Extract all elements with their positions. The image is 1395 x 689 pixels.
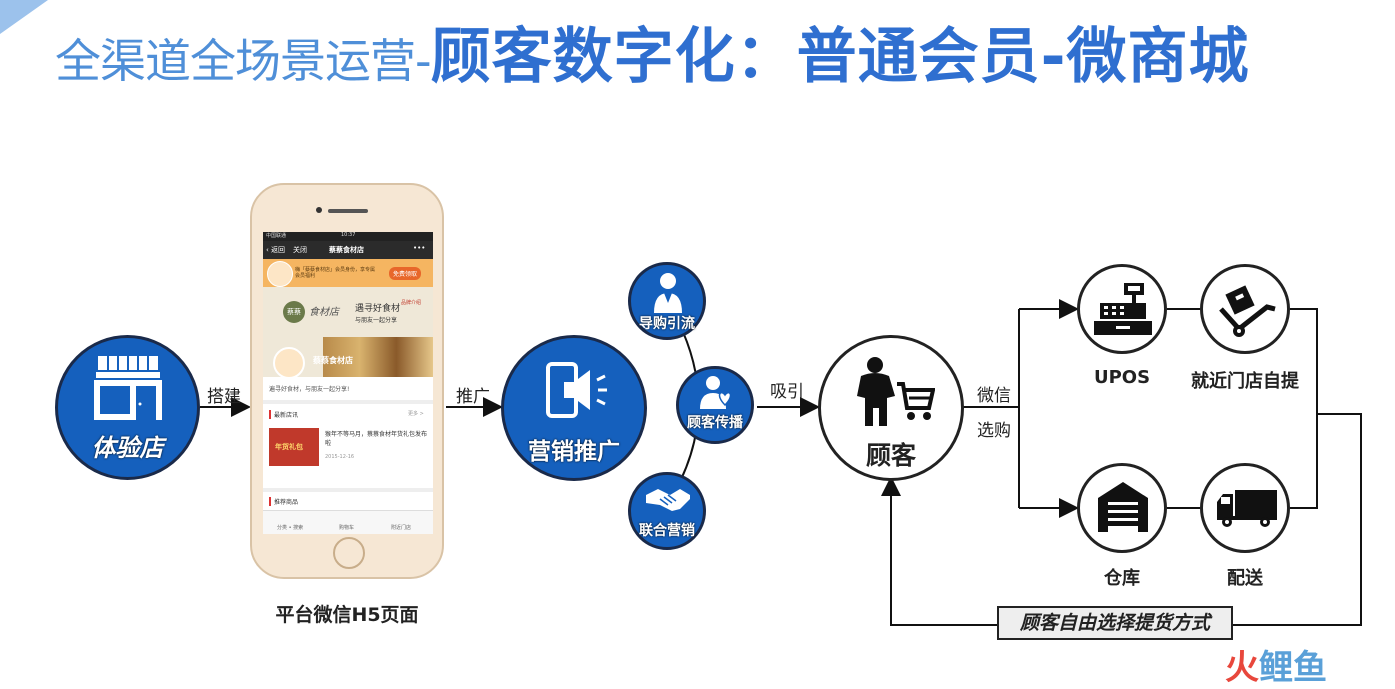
node-delivery-label: 配送: [1227, 568, 1263, 589]
edge-label-promote: 推广: [456, 387, 490, 407]
status-carrier: 中国联通: [266, 233, 287, 239]
phone-caption: 平台微信H5页面: [275, 604, 419, 626]
news-title[interactable]: 猴年不等马月，蔡蔡食材年货礼包发布啦: [325, 431, 428, 447]
banner-script: 食材店: [309, 307, 339, 318]
divider: [263, 400, 433, 404]
watermark-part-2: 鲤: [1259, 648, 1293, 688]
banner-logo: 蔡蔡: [283, 301, 305, 323]
line-right-merge: [1290, 308, 1318, 509]
node-guide-label: 导购引流: [639, 316, 695, 332]
food-image: [323, 337, 433, 377]
node-pickup-label: 就近门店自提: [1191, 371, 1299, 392]
edge-label-build: 搭建: [207, 387, 241, 407]
node-joint-label: 联合营销: [639, 523, 695, 539]
news-more-link[interactable]: 更多 >: [408, 411, 424, 417]
mobile-marketing-icon: [546, 362, 607, 418]
title-main: 顾客数字化：普通会员-微商城: [430, 22, 1250, 92]
rec-header: 推荐商品: [269, 497, 298, 506]
nav-bar: ‹ 返回 关闭 蔡蔡食材店 •••: [263, 241, 433, 259]
tab-bar: 分类 • 搜索 购物车 附近门店: [263, 510, 433, 534]
page-title: 全渠道全场景运营-顾客数字化：普通会员-微商城: [55, 8, 1250, 95]
tab-stores[interactable]: 附近门店: [391, 525, 412, 531]
divider: [263, 488, 433, 492]
node-store: 体验店: [55, 335, 200, 480]
node-customer-label: 顾客: [865, 441, 916, 470]
promo-text: 嗨「蔡蔡食材店」会员身份，享专属会员福利: [295, 267, 376, 279]
node-delivery: [1200, 463, 1290, 553]
storefront-icon: [94, 356, 162, 420]
news-image-text: 年货礼包: [275, 443, 303, 451]
node-spread: 顾客传播: [676, 366, 754, 444]
nav-close[interactable]: 关闭: [293, 246, 307, 254]
nav-more-icon[interactable]: •••: [413, 244, 426, 252]
node-warehouse-label: 仓库: [1104, 568, 1140, 589]
nav-back-label: 返回: [271, 246, 286, 254]
nav-title: 蔡蔡食材店: [329, 246, 364, 254]
brand-tag[interactable]: 品牌介绍: [401, 300, 422, 306]
edge-label-select: 选购: [977, 421, 1011, 441]
hand-truck-icon: [1219, 285, 1276, 337]
status-time: 10:37: [341, 232, 356, 238]
node-joint: 联合营销: [628, 472, 706, 550]
news-image[interactable]: 年货礼包: [269, 428, 319, 466]
warehouse-icon: [1098, 482, 1148, 532]
avatar: [267, 261, 293, 287]
banner-slogan-2: 与朋友一起分享: [355, 317, 398, 324]
promo-button[interactable]: 免费领取: [389, 267, 422, 280]
node-marketing-label: 营销推广: [528, 439, 620, 465]
shopper-cart-icon: [857, 357, 935, 426]
shop-intro: 遍寻好食材，与朋友一起分享!: [269, 386, 350, 393]
watermark-logo: 火鲤鱼: [1225, 640, 1327, 689]
camera-icon: [316, 207, 322, 213]
node-marketing: 营销推广: [501, 335, 647, 481]
edge-label-attract: 吸引: [770, 382, 804, 402]
watermark-part-3: 鱼: [1293, 648, 1327, 688]
news-date: 2015-12-16: [325, 454, 355, 460]
news-header: 最新店讯: [269, 410, 298, 419]
arrow-return: [881, 476, 997, 626]
home-button[interactable]: [333, 537, 365, 569]
pickup-choice-note: 顾客自由选择提货方式: [997, 606, 1233, 640]
tab-cart[interactable]: 购物车: [339, 525, 355, 531]
nav-back[interactable]: ‹ 返回: [266, 246, 286, 254]
node-spread-label: 顾客传播: [687, 415, 743, 431]
shop-name: 蔡蔡食材店: [313, 356, 353, 365]
speaker-icon: [328, 209, 368, 213]
node-upos-label: UPOS: [1093, 367, 1151, 388]
tab-category[interactable]: 分类 • 搜索: [277, 525, 304, 531]
saleswoman-icon: [654, 273, 682, 313]
banner-slogan-1: 遇寻好食材: [355, 304, 401, 314]
shop-banner: 蔡蔡 食材店 遇寻好食材 与朋友一起分享 品牌介绍 蔡蔡食材店: [263, 287, 433, 379]
node-store-label: 体验店: [91, 434, 164, 462]
node-upos: [1077, 264, 1167, 354]
customer-heart-icon: [700, 376, 732, 409]
node-customer: 顾客: [818, 335, 964, 481]
status-bar: 中国联通 10:37: [263, 232, 433, 241]
promo-bar: 嗨「蔡蔡食材店」会员身份，享专属会员福利 免费领取: [263, 259, 433, 287]
node-warehouse: [1077, 463, 1167, 553]
shop-avatar: [273, 347, 305, 379]
node-guide: 导购引流: [628, 262, 706, 340]
watermark-part-1: 火: [1225, 648, 1259, 688]
corner-decoration: [0, 0, 48, 34]
phone-screen: 中国联通 10:37 ‹ 返回 关闭 蔡蔡食材店 ••• 嗨「蔡蔡食材店」会员身…: [263, 232, 433, 534]
delivery-truck-icon: [1217, 490, 1277, 527]
handshake-icon: [646, 489, 690, 511]
line-return-right: [1233, 413, 1362, 626]
cash-register-icon: [1094, 283, 1152, 335]
node-pickup: [1200, 264, 1290, 354]
title-prefix: 全渠道全场景运营-: [55, 34, 432, 88]
edge-label-wechat: 微信: [977, 386, 1011, 406]
